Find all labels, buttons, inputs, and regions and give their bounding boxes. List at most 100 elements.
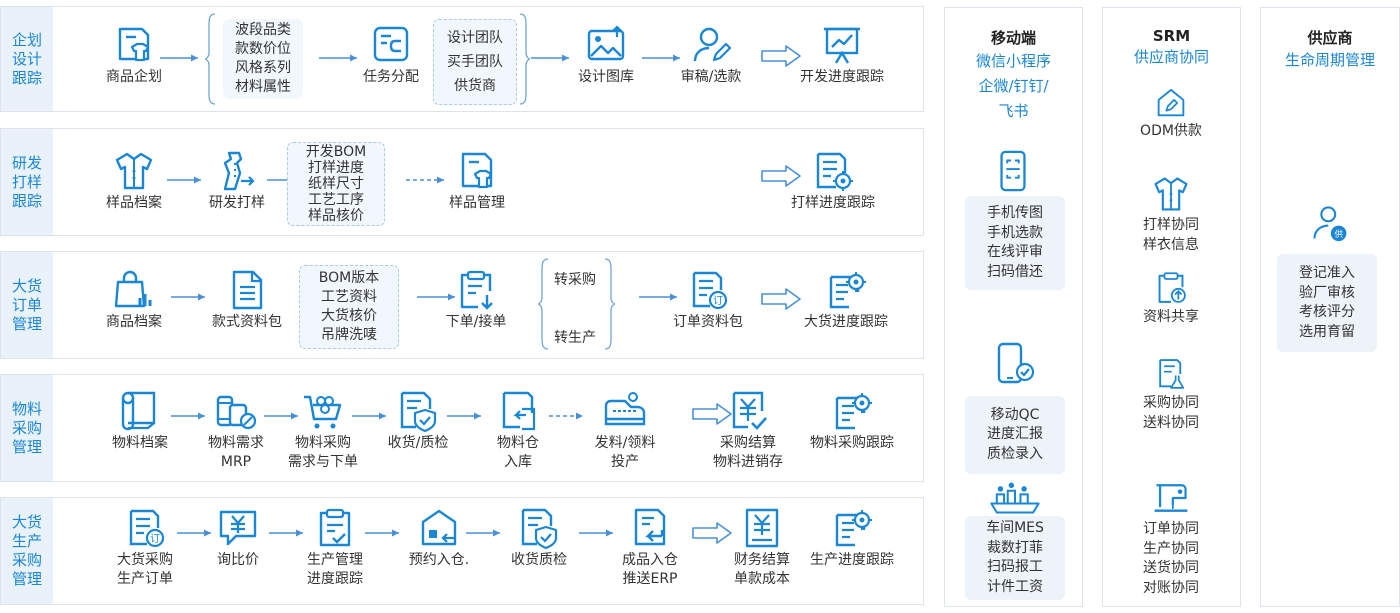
node-production-management[interactable]: 生产管理 进度跟踪 <box>280 506 390 589</box>
srm-item-purchase[interactable]: 采购协同 送料协同 <box>1103 356 1239 433</box>
bag-chart-icon <box>114 270 152 308</box>
right-brace <box>519 13 531 105</box>
srm-item-sampling[interactable]: 打样协同 样衣信息 <box>1103 174 1239 255</box>
warehouse-in-icon <box>502 391 536 431</box>
node-issue-material[interactable]: 发料/领料 投产 <box>570 389 680 472</box>
yuan-doc-icon <box>745 508 779 548</box>
house-edit-icon <box>1157 88 1185 117</box>
hollow-arrow <box>692 403 732 425</box>
mobile-subtitle: 微信小程序 企微/钉钉/ 飞书 <box>975 52 1051 120</box>
flow-arrow <box>466 529 500 537</box>
node-dev-tracking[interactable]: 开发进度跟踪 <box>787 23 897 87</box>
left-brace <box>204 13 216 105</box>
srm-item-order[interactable]: 订单协同 生产协同 送货协同 对账协同 <box>1103 478 1239 598</box>
branch-production: 转生产 <box>554 330 596 346</box>
doc-flask-icon <box>1159 359 1185 389</box>
sampling-params-box: 开发BOM 打样进度 纸样尺寸 工艺工序 样品核价 <box>287 142 385 226</box>
node-production-tracking[interactable]: 生产进度跟踪 <box>797 506 907 570</box>
srm-item-data-sharing[interactable]: 资料共享 <box>1103 270 1239 328</box>
supplier-title: 供应商 <box>1307 29 1353 47</box>
node-order-package[interactable]: 订 订单资料包 <box>653 268 763 332</box>
node-purchase-settlement[interactable]: 采购结算 物料进销存 <box>693 389 803 472</box>
flow-arrow <box>642 54 680 62</box>
node-product-planning[interactable]: 商品企划 <box>79 23 189 87</box>
node-task-assign[interactable]: 任务分配 <box>336 23 446 87</box>
clipboard-upload-icon <box>1158 272 1186 303</box>
supplier-box: 登记准入 验厂审核 考核评分 选用育留 <box>1277 254 1377 352</box>
phone-check-icon <box>997 342 1035 384</box>
sewing-machine-icon <box>1154 484 1188 512</box>
clipboard-down-icon <box>460 270 493 310</box>
yuan-check-icon <box>732 391 767 430</box>
node-receive-inspect[interactable]: 收货/质检 <box>363 389 473 453</box>
presentation-chart-icon <box>824 27 860 64</box>
row-planning: 企划 设计 跟踪 商品企划 波段品类 款数价位 风格系列 材料属性 任务分配 设… <box>0 6 924 112</box>
doc-target-icon <box>829 272 866 309</box>
document-icon <box>232 270 263 310</box>
yuan-chat-icon <box>219 510 257 546</box>
node-style-package[interactable]: 款式资料包 <box>192 268 302 332</box>
node-bulk-tracking[interactable]: 大货进度跟踪 <box>791 268 901 332</box>
node-sample-management[interactable]: 样品管理 <box>422 149 532 213</box>
dashed-arrow <box>549 412 583 420</box>
quality-check-icon <box>400 391 437 433</box>
mobile-box-1: 手机传图 手机选款 在线评审 扫码借还 <box>965 196 1065 290</box>
node-rd-sampling[interactable]: 研发打样 <box>182 149 292 213</box>
node-warehouse-booking[interactable]: 预约入仓. <box>384 506 494 570</box>
node-review-select[interactable]: 审稿/选款 <box>656 23 766 87</box>
node-price-compare[interactable]: 询比价 <box>183 506 293 570</box>
task-assign-icon <box>373 26 409 62</box>
row-production-purchase: 大货 生产 采购 管理 订 大货采购 生产订单 询比价 生产管理 进度跟踪 <box>0 497 924 605</box>
flow-arrow <box>447 412 481 420</box>
flow-arrow <box>579 529 613 537</box>
user-edit-icon <box>693 27 732 62</box>
svg-text:供: 供 <box>1334 228 1343 240</box>
srm-item-odm[interactable]: ODM供款 <box>1103 86 1239 142</box>
srm-column: SRM 供应商协同 ODM供款 打样协同 样衣信息 资料共享 <box>1102 7 1241 607</box>
node-material-order[interactable]: 物料采购 需求与下单 <box>268 389 378 472</box>
node-product-archive[interactable]: 商品档案 <box>79 268 189 332</box>
node-material-tracking[interactable]: 物料采购跟踪 <box>797 389 907 453</box>
node-design-gallery[interactable]: 设计图库 <box>551 23 661 87</box>
warehouse-icon <box>421 509 457 546</box>
fabric-roll-icon <box>121 391 156 431</box>
node-finished-goods[interactable]: 成品入仓 推送ERP <box>595 506 705 589</box>
row-material-purchase: 物料 采购 管理 物料档案 物料需求 MRP 物料采购 需求与下单 <box>0 374 924 482</box>
flow-arrow <box>171 293 205 301</box>
row-label: 大货 生产 采购 管理 <box>1 498 53 604</box>
row-label: 大货 订单 管理 <box>1 252 53 358</box>
node-material-mrp[interactable]: 物料需求 MRP <box>181 389 291 472</box>
right-brace <box>604 258 616 350</box>
flow-arrow <box>171 412 205 420</box>
srm-subtitle: 供应商协同 <box>1133 48 1209 66</box>
branch-purchase: 转采购 <box>554 272 596 288</box>
planning-params-box: 波段品类 款数价位 风格系列 材料属性 <box>223 19 303 99</box>
row-label: 物料 采购 管理 <box>1 375 53 481</box>
row-bulk-orders: 大货 订单 管理 商品档案 款式资料包 BOM版本 工艺资料 大货核价 吊牌洗唛… <box>0 251 924 359</box>
flow-arrow <box>160 54 198 62</box>
doc-target-icon <box>835 393 872 430</box>
left-brace <box>537 258 549 350</box>
hollow-arrow <box>761 165 801 187</box>
node-financial-settlement[interactable]: 财务结算 单款成本 <box>707 506 817 589</box>
shoe-material-icon <box>604 392 646 426</box>
node-production-order[interactable]: 订 大货采购 生产订单 <box>90 506 200 589</box>
node-material-archive[interactable]: 物料档案 <box>85 389 195 453</box>
clipboard-check-icon <box>319 508 351 547</box>
flow-arrow <box>269 529 303 537</box>
bulk-params-box: BOM版本 工艺资料 大货核价 吊牌洗唛 <box>299 265 399 349</box>
mobile-column: 移动端 微信小程序 企微/钉钉/ 飞书 手机传图 手机选款 在线评审 扫码借还 … <box>944 7 1083 607</box>
doc-target-icon <box>816 152 853 191</box>
node-material-warehouse[interactable]: 物料仓 入库 <box>463 389 573 472</box>
flow-arrow <box>639 293 677 301</box>
mobile-title: 移动端 <box>990 29 1036 47</box>
node-sampling-tracking[interactable]: 打样进度跟踪 <box>778 149 888 213</box>
hollow-arrow <box>692 522 732 544</box>
doc-return-icon <box>634 508 666 546</box>
node-place-order[interactable]: 下单/接单 <box>421 268 531 332</box>
row-label: 研发 打样 跟踪 <box>1 129 53 235</box>
row-sampling: 研发 打样 跟踪 样品档案 研发打样 开发BOM 打样进度 纸样尺寸 工艺工序 … <box>0 128 924 236</box>
node-sample-archive[interactable]: 样品档案 <box>79 149 189 213</box>
node-receive-qc[interactable]: 收货质检 <box>484 506 594 570</box>
image-gallery-icon <box>587 25 625 61</box>
